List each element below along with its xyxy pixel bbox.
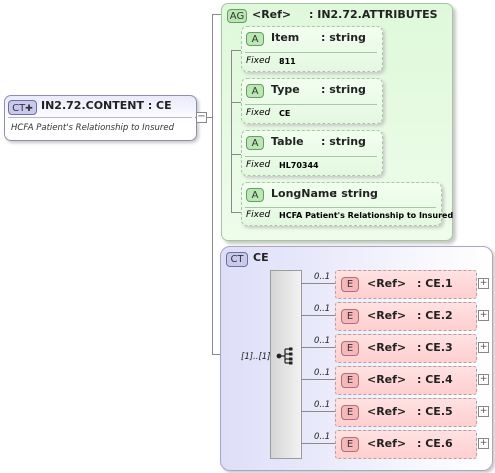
attribute-group-title: <Ref> : IN2.72.ATTRIBUTES — [252, 8, 438, 21]
attribute-fixed-label: Fixed — [246, 56, 271, 66]
attribute-name: Item — [271, 31, 300, 44]
connector — [301, 283, 335, 284]
expand-toggle[interactable]: + — [478, 278, 489, 289]
content-node[interactable]: CT✚ IN2.72.CONTENT : CE HCFA Patient's R… — [4, 95, 197, 141]
attribute-name: LongName — [271, 187, 337, 200]
element-name: : CE.6 — [417, 437, 453, 450]
element-name: : CE.2 — [417, 309, 453, 322]
complex-type-name: CE — [253, 251, 269, 264]
expand-toggle[interactable]: + — [478, 406, 489, 417]
attribute-group-badge: AG — [227, 9, 247, 23]
connector — [301, 443, 335, 444]
connector — [301, 379, 335, 380]
ct-badge-icon: ✚ — [25, 104, 33, 114]
attribute-type-node[interactable]: A Type : string Fixed CE — [241, 78, 383, 124]
element-ce4[interactable]: E <Ref> : CE.4 — [335, 366, 477, 395]
element-ref: <Ref> — [367, 405, 407, 418]
connector — [212, 14, 224, 15]
attribute-badge: A — [246, 136, 264, 150]
complex-type-badge: CT — [226, 252, 248, 267]
element-badge: E — [341, 405, 359, 420]
element-multiplicity: 0..1 — [314, 368, 331, 378]
sequence-compositor[interactable] — [270, 270, 302, 459]
attribute-fixed-value: CE — [279, 109, 291, 118]
attribute-group-ref: <Ref> — [252, 8, 292, 21]
content-divider — [8, 117, 192, 118]
element-name: : CE.4 — [417, 373, 453, 386]
element-multiplicity: 0..1 — [314, 400, 331, 410]
element-ce2[interactable]: E <Ref> : CE.2 — [335, 302, 477, 331]
attribute-type: : string — [321, 31, 366, 44]
element-badge: E — [341, 277, 359, 292]
attribute-fixed-label: Fixed — [246, 160, 271, 170]
sequence-multiplicity: [1]..[1] — [241, 352, 271, 362]
content-name: IN2.72.CONTENT — [41, 99, 144, 112]
element-ce5[interactable]: E <Ref> : CE.5 — [335, 398, 477, 427]
content-doc: HCFA Patient's Relationship to Insured — [11, 123, 175, 133]
attribute-fixed-value: HL70344 — [279, 161, 319, 170]
attribute-badge: A — [246, 84, 264, 98]
attribute-group-name: : IN2.72.ATTRIBUTES — [309, 8, 438, 21]
attribute-divider — [245, 207, 436, 208]
connector — [301, 315, 335, 316]
expand-toggle[interactable]: + — [478, 374, 489, 385]
attribute-badge: A — [246, 32, 264, 46]
expand-toggle[interactable]: + — [478, 310, 489, 321]
element-ref: <Ref> — [367, 341, 407, 354]
attribute-badge: A — [246, 188, 264, 202]
attribute-longname[interactable]: A LongName : string Fixed HCFA Patient's… — [241, 182, 453, 226]
element-multiplicity: 0..1 — [314, 336, 331, 346]
attribute-divider — [245, 156, 377, 157]
content-title: IN2.72.CONTENT : CE — [41, 99, 172, 112]
attribute-type: : string — [321, 83, 366, 96]
sequence-icon — [276, 347, 293, 365]
element-badge: E — [341, 341, 359, 356]
element-name: : CE.3 — [417, 341, 453, 354]
connector — [206, 117, 213, 118]
connector — [231, 212, 241, 213]
element-ref: <Ref> — [367, 437, 407, 450]
attribute-fixed-label: Fixed — [246, 108, 271, 118]
element-multiplicity: 0..1 — [314, 272, 331, 282]
attribute-fixed-value: 811 — [279, 57, 296, 66]
attribute-table[interactable]: A Table : string Fixed HL70344 — [241, 130, 383, 176]
attribute-name: Type — [271, 83, 300, 96]
connector — [231, 50, 232, 213]
element-multiplicity: 0..1 — [314, 304, 331, 314]
connector — [301, 347, 335, 348]
attribute-divider — [245, 104, 377, 105]
ct-badge-label: CT — [12, 103, 26, 114]
connector — [231, 102, 241, 103]
attribute-type: : string — [321, 135, 366, 148]
element-ce3[interactable]: E <Ref> : CE.3 — [335, 334, 477, 363]
connector — [231, 50, 241, 51]
attribute-item[interactable]: A Item : string Fixed 811 — [241, 26, 383, 72]
element-ref: <Ref> — [367, 277, 407, 290]
element-ref: <Ref> — [367, 373, 407, 386]
expand-toggle[interactable]: + — [478, 438, 489, 449]
expand-toggle[interactable]: + — [478, 342, 489, 353]
element-ref: <Ref> — [367, 309, 407, 322]
connector — [301, 411, 335, 412]
element-badge: E — [341, 437, 359, 452]
element-badge: E — [341, 309, 359, 324]
attribute-name: Table — [271, 135, 304, 148]
content-type: : CE — [147, 99, 172, 112]
connector — [212, 14, 213, 355]
attribute-fixed-label: Fixed — [246, 210, 271, 220]
complex-type-badge: CT✚ — [8, 100, 37, 115]
element-badge: E — [341, 373, 359, 388]
attribute-fixed-value: HCFA Patient's Relationship to Insured — [279, 211, 454, 220]
element-ce6[interactable]: E <Ref> : CE.6 — [335, 430, 477, 459]
element-name: : CE.5 — [417, 405, 453, 418]
connector — [231, 154, 241, 155]
attribute-divider — [245, 52, 377, 53]
element-name: : CE.1 — [417, 277, 453, 290]
element-ce1[interactable]: E <Ref> : CE.1 — [335, 270, 477, 299]
element-multiplicity: 0..1 — [314, 432, 331, 442]
attribute-type: : string — [333, 187, 378, 200]
